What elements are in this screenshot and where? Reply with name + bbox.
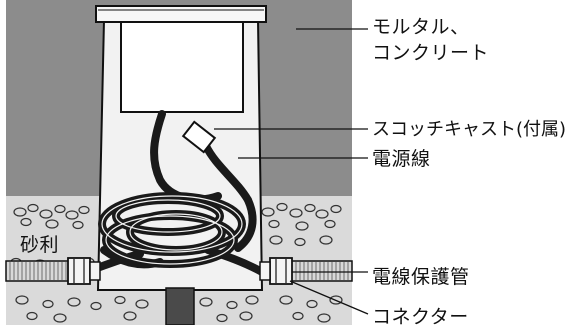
left-connector [67,257,101,285]
left-conduit [5,260,75,282]
right-conduit [287,260,353,282]
label-gravel: 砂利 [20,234,60,256]
label-mortar-line1: モルタル、 [372,16,470,38]
label-connector: コネクター [372,306,469,325]
drain-pipe [165,287,195,325]
lamp-body [120,21,244,113]
cable-highlights [101,195,243,265]
right-connector [259,257,293,285]
label-power-cable: 電源線 [372,148,431,170]
label-mortar-concrete: モルタル、 コンクリート [372,14,489,66]
label-scotchcast: スコッチキャスト(付属) [372,119,567,140]
fixture-rim [95,5,267,23]
label-mortar-line2: コンクリート [372,42,490,64]
scotchcast-splice [181,120,217,154]
label-conduit: 電線保護管 [372,266,470,288]
leader-lines [214,28,369,315]
